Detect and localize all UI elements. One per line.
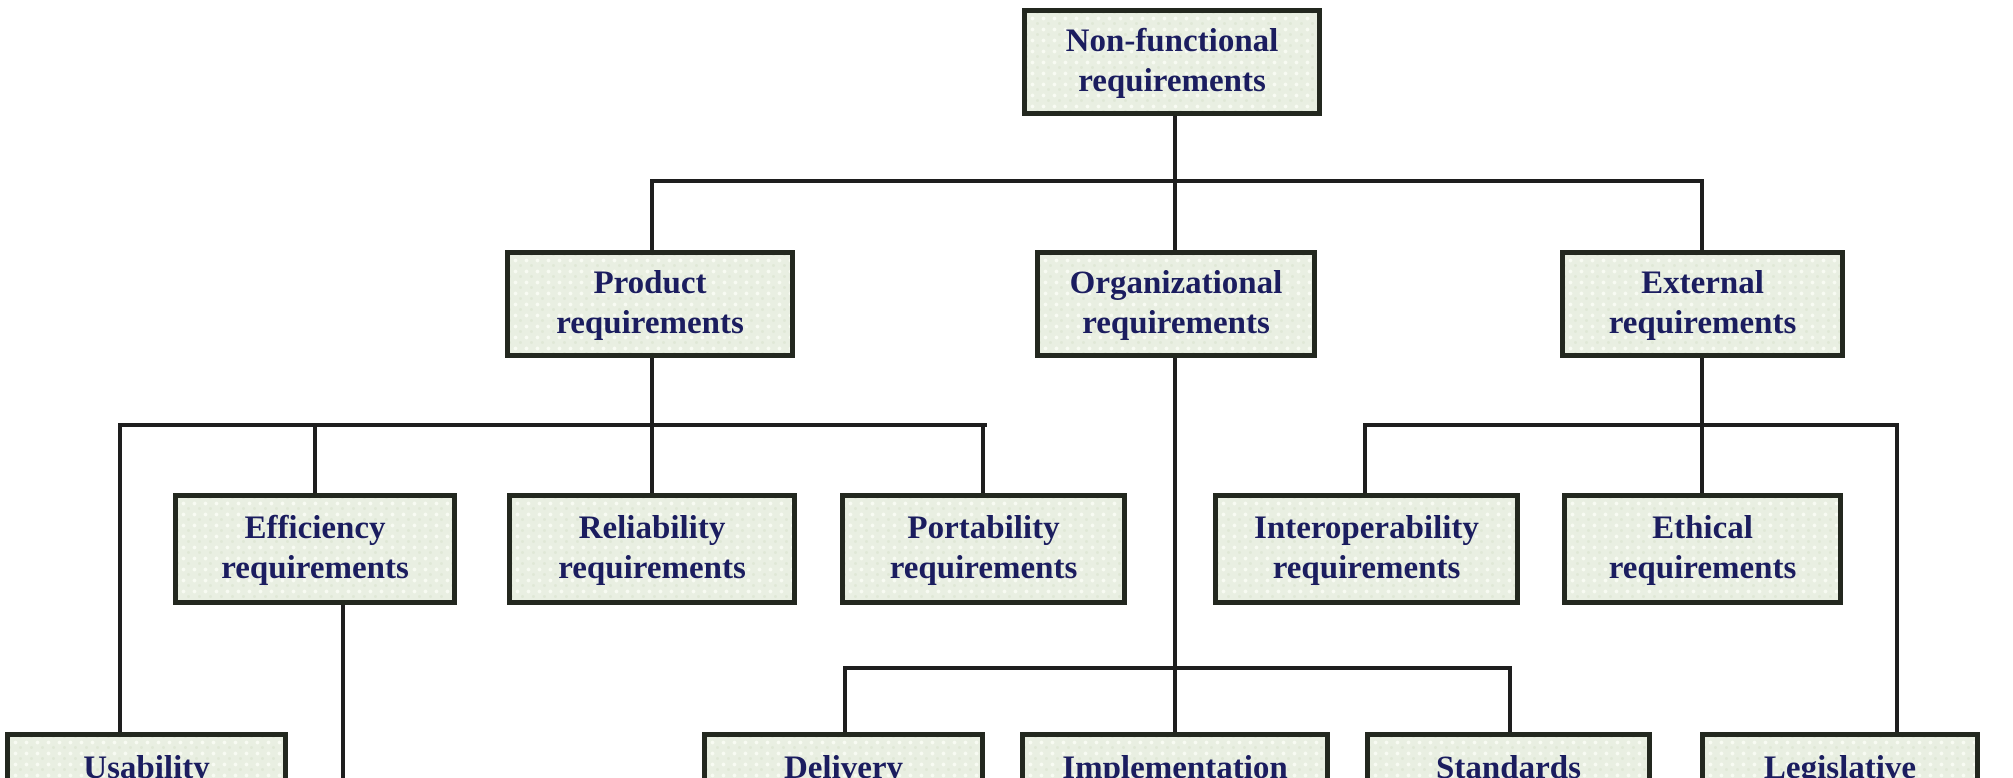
node-external-requirements: External requirements	[1560, 250, 1852, 369]
connector-drop-standards	[1508, 666, 1512, 734]
connector-drop-product	[650, 179, 654, 254]
node-label: Delivery	[783, 750, 904, 778]
node-label: Standards	[1436, 750, 1581, 778]
node-efficiency-requirements: Efficiency requirements	[173, 493, 464, 616]
node-implementation-requirements: Implementation	[1020, 732, 1337, 778]
connector-drop-interoperability	[1363, 423, 1367, 497]
connector-drop-legislative	[1895, 423, 1899, 734]
connector-organizational-horizontal	[843, 666, 1512, 670]
node-reliability-requirements: Reliability requirements	[507, 493, 804, 616]
node-label: Reliability requirements	[558, 510, 746, 586]
node-usability-requirements: Usability	[5, 732, 295, 778]
connector-efficiency-descender	[341, 601, 345, 778]
node-label: Interoperability requirements	[1254, 510, 1479, 586]
node-portability-requirements: Portability requirements	[840, 493, 1134, 616]
connector-drop-delivery	[843, 666, 847, 734]
node-label: Efficiency requirements	[221, 510, 409, 586]
connector-root-stem	[1173, 112, 1177, 183]
node-ethical-requirements: Ethical requirements	[1562, 493, 1850, 616]
connector-organizational-stem	[1173, 354, 1177, 734]
node-label: Implementation	[1062, 750, 1288, 778]
node-label: Ethical requirements	[1608, 510, 1797, 586]
connector-drop-portability	[981, 423, 985, 497]
node-interoperability-requirements: Interoperability requirements	[1213, 493, 1527, 616]
node-label: External requirements	[1608, 265, 1797, 341]
node-label: Usability	[83, 750, 210, 778]
connector-drop-efficiency	[313, 423, 317, 497]
connector-product-horizontal	[118, 423, 987, 427]
connector-root-horizontal	[650, 179, 1704, 183]
node-legislative-requirements: Legislative	[1700, 732, 1987, 778]
node-label: Portability requirements	[889, 510, 1078, 586]
node-label: Organizational requirements	[1069, 265, 1283, 341]
connector-external-horizontal	[1363, 423, 1899, 427]
node-label: Legislative	[1763, 750, 1917, 778]
node-product-requirements: Product requirements	[505, 250, 802, 369]
connector-drop-usability	[118, 423, 122, 734]
connector-drop-organizational	[1173, 179, 1177, 254]
connector-drop-external	[1700, 179, 1704, 254]
node-organizational-requirements: Organizational requirements	[1035, 250, 1324, 369]
node-label: Non-functional requirements	[1065, 23, 1279, 99]
node-delivery-requirements: Delivery	[702, 732, 992, 778]
node-non-functional-requirements: Non-functional requirements	[1022, 8, 1329, 127]
node-label: Product requirements	[556, 265, 744, 341]
node-standards-requirements: Standards	[1365, 732, 1659, 778]
